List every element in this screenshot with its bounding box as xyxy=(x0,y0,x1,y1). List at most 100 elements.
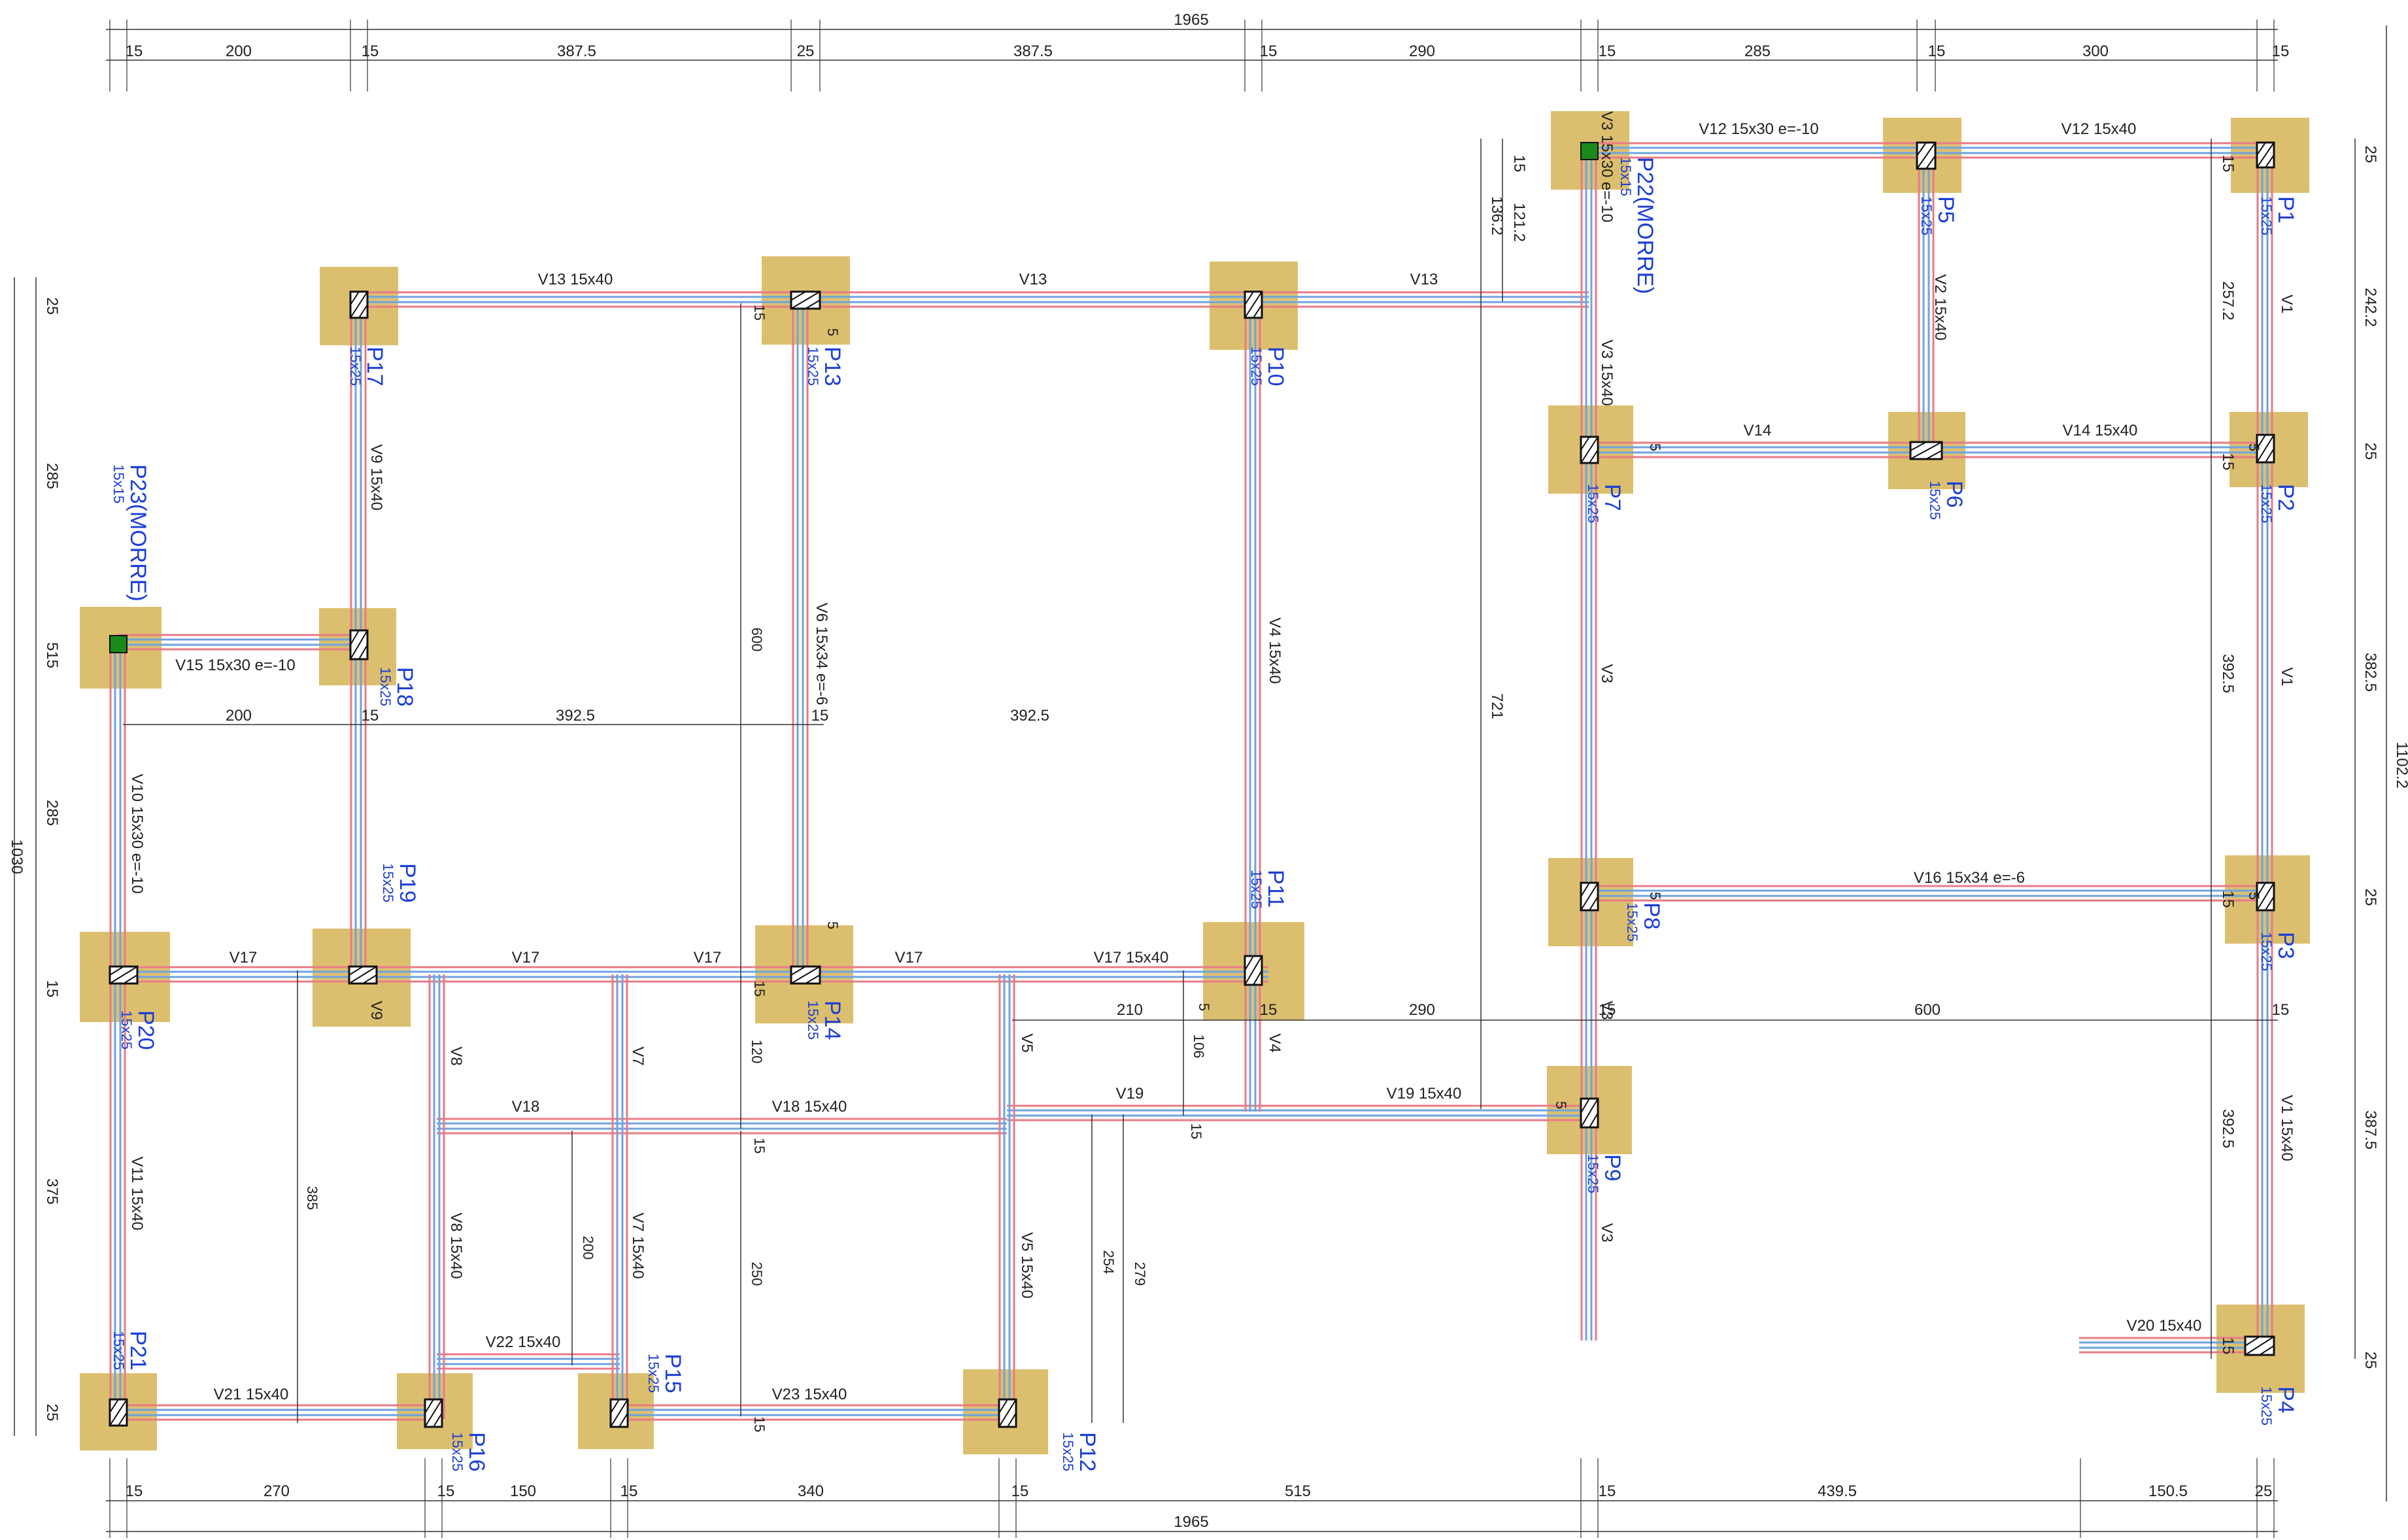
beam-label: V13 xyxy=(1410,271,1438,288)
dim-label: 600 xyxy=(1914,1001,1941,1019)
pillar-size: 15x25 xyxy=(1248,870,1264,909)
pillar-P2-hatch xyxy=(2256,434,2266,449)
dim-label: 5 xyxy=(824,328,841,336)
pillar-P20-hatch xyxy=(109,966,124,976)
pillar-P5-hatch xyxy=(1916,142,1927,156)
pillar-P10-hatch xyxy=(1244,291,1254,305)
beam-label: V19 xyxy=(1116,1085,1144,1103)
pillar-P23 xyxy=(109,635,127,653)
pillar-P10-hatch xyxy=(1244,291,1263,318)
dim-label: 382.5 xyxy=(2362,653,2379,692)
dim-label: 15 xyxy=(751,981,768,997)
pillar-name: P5 xyxy=(1933,196,1958,224)
pillar-P3-hatch xyxy=(2256,882,2266,897)
dim-label: 5 xyxy=(1647,892,1663,900)
beam-label: V12 15x30 e=-10 xyxy=(1699,120,1818,138)
dim-label: 300 xyxy=(2082,43,2109,60)
pillar-label-P23(MORRE): P23(MORRE)15x15 xyxy=(110,464,150,602)
pillar-P18-hatch xyxy=(350,630,360,645)
beam-label: V18 xyxy=(512,1098,540,1116)
pillar-P13-hatch xyxy=(805,299,821,309)
beam-label: V17 xyxy=(512,949,540,967)
beam-label: V1 xyxy=(2278,667,2296,686)
dim-label: 285 xyxy=(1744,43,1771,60)
beam-label: V19 15x40 xyxy=(1387,1085,1462,1103)
pillar-P7-hatch xyxy=(1580,436,1590,451)
pillar-P2-hatch xyxy=(2256,434,2275,463)
beam-label: V22 15x40 xyxy=(486,1333,561,1351)
dim-label: 1102.2 xyxy=(2393,742,2408,789)
pillar-size: 15x25 xyxy=(1624,902,1640,942)
beam-label: V17 xyxy=(694,949,722,967)
pillar-name: P18 xyxy=(392,667,417,707)
pillar-P8-hatch xyxy=(1580,882,1590,897)
dim-label: 290 xyxy=(1409,43,1435,60)
dim-label: 15 xyxy=(1510,155,1528,173)
pillar-P8-hatch xyxy=(1580,882,1599,911)
beam-label: V4 xyxy=(1266,1033,1283,1052)
beam-label: V3 xyxy=(1598,1223,1616,1242)
beam-label: V7 15x40 xyxy=(629,1212,647,1278)
pillar-P14-hatch xyxy=(805,974,821,984)
dim-label: 200 xyxy=(226,43,252,60)
dim-label: 200 xyxy=(580,1236,596,1260)
pillar-size: 15x25 xyxy=(1585,1154,1601,1193)
dim-label: 15 xyxy=(2219,453,2237,471)
dim-label: 5 xyxy=(1196,1003,1212,1011)
dim-label: 25 xyxy=(43,298,61,315)
dim-label: 1965 xyxy=(1174,11,1208,29)
pillar-name: P6 xyxy=(1942,481,1967,508)
pillars-layer xyxy=(109,141,2275,1428)
dim-label: 15 xyxy=(751,1416,768,1432)
beam-label: V17 xyxy=(895,949,923,967)
dim-label: 15 xyxy=(1599,1482,1616,1500)
pillar-size: 15x25 xyxy=(805,347,821,386)
pillar-size: 15x15 xyxy=(1618,157,1634,196)
pillar-P4-hatch xyxy=(2245,1336,2275,1356)
pillar-size: 15x25 xyxy=(1585,484,1601,523)
dim-label: 254 xyxy=(1100,1250,1117,1275)
dim-label: 15 xyxy=(1260,43,1278,60)
pillar-P9-hatch xyxy=(1589,1112,1599,1128)
beam-label: V5 xyxy=(1018,1033,1036,1052)
beam-label: V2 15x40 xyxy=(1931,274,1949,340)
dim-label: 120 xyxy=(749,1040,765,1064)
dim-label: 439.5 xyxy=(1818,1482,1857,1500)
dim-label: 25 xyxy=(2362,1352,2379,1369)
dim-label: 15 xyxy=(437,1482,455,1500)
pillar-P1-hatch xyxy=(2256,142,2275,168)
dim-label: 385 xyxy=(304,1186,320,1210)
pillar-name: P9 xyxy=(1600,1154,1625,1182)
beam-label: V11 15x40 xyxy=(128,1157,146,1231)
dim-label: 210 xyxy=(1117,1001,1143,1019)
pillar-size: 15x25 xyxy=(347,347,364,386)
pillar-size: 15x25 xyxy=(1248,347,1264,386)
pillar-P2-hatch xyxy=(2265,448,2275,463)
pillar-P19-hatch xyxy=(362,974,377,984)
beam-label: V17 15x40 xyxy=(1094,949,1169,967)
dim-label: 515 xyxy=(1285,1482,1311,1500)
dim-label: 15 xyxy=(2219,155,2237,173)
pillar-name: P19 xyxy=(395,863,420,903)
dim-label: 392.5 xyxy=(2219,1109,2237,1148)
dim-label: 387.5 xyxy=(557,43,596,60)
dim-label: 250 xyxy=(749,1262,765,1286)
beam-label: V10 15x30 e=-10 xyxy=(128,774,146,893)
pillar-P6-hatch xyxy=(1910,441,1942,460)
pillar-P16-hatch xyxy=(433,1412,443,1428)
pillar-size: 15x15 xyxy=(110,464,127,504)
dim-label: 242.2 xyxy=(2362,288,2379,327)
dim-label: 290 xyxy=(1409,1001,1435,1019)
pillar-size: 15x25 xyxy=(380,863,396,902)
dim-label: 25 xyxy=(2362,889,2379,906)
beam-label: V15 15x30 e=-10 xyxy=(175,657,295,674)
pillar-P13-hatch xyxy=(790,291,806,301)
